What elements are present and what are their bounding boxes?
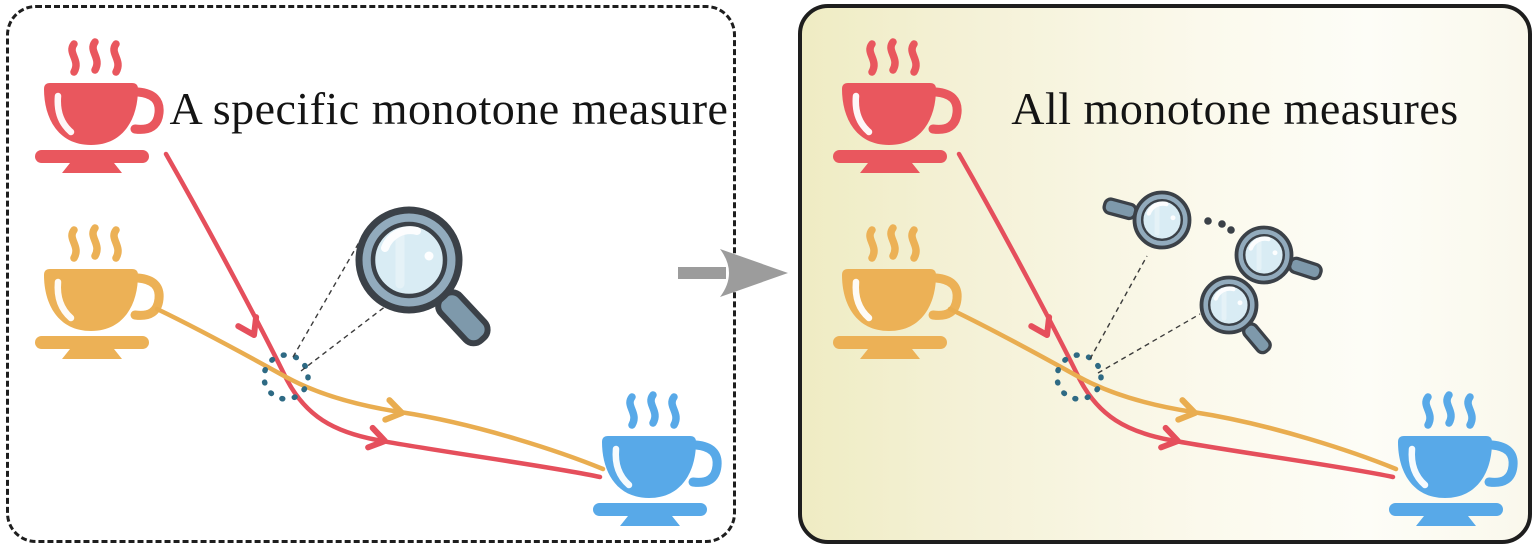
yellow-coffee-cup-icon bbox=[833, 228, 957, 359]
dot bbox=[1218, 220, 1226, 228]
magnifier-lens-use bbox=[1237, 228, 1292, 283]
panel-left-art bbox=[9, 8, 733, 540]
monotone-curves bbox=[157, 154, 603, 477]
red-coffee-cup-icon bbox=[35, 42, 159, 173]
magnifying-glass-1-icon bbox=[1101, 193, 1190, 248]
panel-right-title: All monotone measures bbox=[1011, 83, 1459, 134]
panel-all-measures: All monotone measures bbox=[798, 4, 1532, 544]
magnifying-glass-2-icon bbox=[1237, 228, 1325, 283]
transform-arrow bbox=[678, 249, 788, 297]
callout-line bbox=[300, 298, 396, 372]
panel-right-art bbox=[802, 8, 1528, 540]
arrow-shaft bbox=[678, 267, 726, 279]
panel-specific-measure: A specific monotone measure bbox=[6, 5, 736, 543]
callout-line bbox=[292, 231, 366, 358]
callout-dashed-lines bbox=[292, 231, 396, 372]
blue-coffee-cup-icon bbox=[1389, 395, 1513, 526]
red-coffee-cup-icon bbox=[833, 42, 957, 173]
magnifier-lens-use bbox=[359, 210, 459, 310]
right-arrow-icon bbox=[720, 249, 788, 297]
dot bbox=[1204, 217, 1212, 225]
ellipsis-dots-icon bbox=[1204, 217, 1235, 234]
callout-dashed-lines bbox=[1089, 255, 1201, 374]
callout-line bbox=[1089, 255, 1148, 360]
magnifier-lens-use bbox=[1202, 278, 1257, 333]
magnifying-glass-3-icon bbox=[1202, 278, 1275, 357]
magnifier-lens-use bbox=[1135, 193, 1190, 248]
panel-left-title: A specific monotone measure bbox=[169, 83, 729, 134]
magnifying-glass-icon bbox=[359, 210, 492, 348]
callout-line bbox=[1097, 313, 1201, 374]
blue-coffee-cup-icon bbox=[593, 395, 717, 526]
yellow-coffee-cup-icon bbox=[35, 228, 159, 359]
dot bbox=[1227, 226, 1235, 234]
